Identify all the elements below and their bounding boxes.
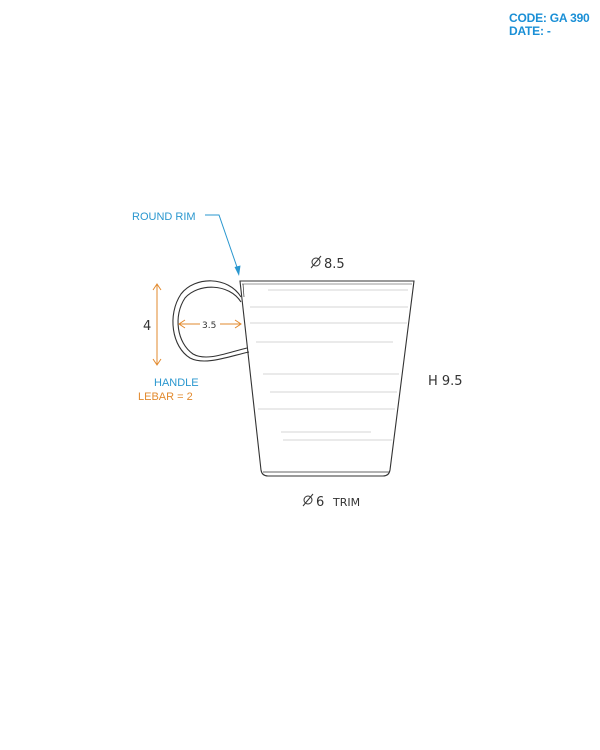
cup-handle <box>172 280 250 362</box>
date-label: DATE: - <box>509 24 551 38</box>
handle-height-value: 4 <box>143 319 151 334</box>
handle-height-dimension <box>152 283 162 366</box>
round-rim-leader <box>205 214 241 276</box>
diameter-symbol-icon <box>302 493 314 507</box>
cup-outline <box>239 280 415 477</box>
handle-width-value: 3.5 <box>202 321 216 331</box>
handle-inner <box>177 286 248 358</box>
handle-width-dimension <box>178 319 242 329</box>
bottom-diameter-dimension: 6 TRIM <box>302 493 360 510</box>
code-block: CODE: GA 390 DATE: - <box>509 12 590 38</box>
rim-left-edge <box>242 283 245 298</box>
bottom-diameter-value: 6 <box>316 495 324 510</box>
round-rim-label: ROUND RIM <box>132 211 196 223</box>
handle-label: HANDLE <box>154 377 199 389</box>
bottom-trim-label: TRIM <box>332 496 360 509</box>
height-dimension: H 9.5 <box>428 374 463 389</box>
top-diameter-dimension: 8.5 <box>310 255 345 272</box>
top-diameter-value: 8.5 <box>324 257 345 272</box>
diameter-symbol-icon <box>310 255 322 269</box>
inner-rib-lines <box>250 289 408 441</box>
handle-lebar-label: LEBAR = 2 <box>138 391 193 403</box>
product-code: CODE: GA 390 <box>509 11 590 25</box>
handle-outer <box>172 280 250 362</box>
cup-body <box>239 280 415 477</box>
